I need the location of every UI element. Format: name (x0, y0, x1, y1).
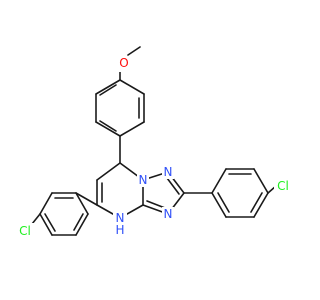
hydrogen-nh-label: H (115, 223, 124, 237)
bond-left-ring-6 (75, 192, 89, 215)
bond-top-ring-4 (95, 121, 121, 137)
bond-top-ring-double-c (99, 84, 117, 96)
bond-left-ring-2 (39, 192, 53, 215)
bond-top-ring-6 (95, 79, 121, 95)
bond-top-ring-3 (119, 121, 145, 137)
chlorine-left-label: Cl (19, 224, 31, 238)
bonds (31, 46, 277, 236)
bond-right-ring-double-c (217, 192, 230, 213)
bond-left-ring-double-b (44, 213, 56, 232)
bond-left-ring-cl (31, 213, 41, 225)
bond-right-ring-4 (253, 192, 269, 218)
nitrogen-bridge-label: N (139, 173, 148, 187)
oxygen-label: O (119, 56, 128, 70)
nitrogen-triazole-top-label: N (164, 165, 173, 179)
bond-c6-c7 (96, 162, 121, 181)
bond-c5-left-aryl (75, 192, 98, 206)
nitrogen-nh-label: N (116, 211, 125, 225)
chlorine-right-label: Cl (277, 179, 289, 193)
bond-left-ring-double-c (73, 213, 84, 231)
bond-right-ring-double-b (250, 192, 263, 213)
bond-top-ring-double-b (99, 120, 117, 132)
bond-methyl-oxygen (127, 46, 141, 56)
bond-right-ring-6 (211, 192, 227, 218)
molecule-structure-diagram: O N N N N H Cl Cl (16, 46, 292, 239)
bond-left-ring-3 (39, 213, 53, 236)
bond-left-ring-5 (75, 213, 89, 236)
bond-n2-c2-double (166, 177, 180, 195)
bond-top-ring-1 (119, 79, 145, 95)
bond-right-ring-3 (253, 168, 269, 194)
bond-n3-c8a-double (146, 200, 166, 209)
nitrogen-triazole-bottom-label: N (164, 207, 173, 221)
atom-labels: O N N N N H Cl Cl (16, 56, 292, 239)
bond-right-ring-1 (211, 168, 227, 194)
